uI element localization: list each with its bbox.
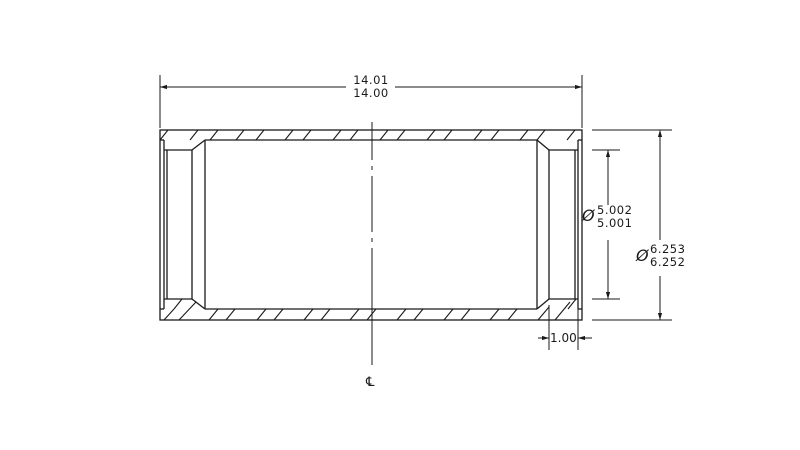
length-upper: 14.01 xyxy=(353,73,389,87)
part-outline xyxy=(159,129,583,321)
length-lower: 14.00 xyxy=(353,86,389,100)
counterbore-upper: 5.002 xyxy=(597,203,633,217)
outer-upper: 6.253 xyxy=(650,242,686,256)
outer-diameter-text: 6.253 6.252 xyxy=(650,243,685,269)
depth-dimension xyxy=(538,305,592,350)
diameter-symbol: Ø xyxy=(582,206,595,225)
depth-dimension-text: 1.00 xyxy=(550,331,577,345)
outer-diameter-dimension xyxy=(592,129,672,321)
length-dimension-text: 14.01 14.00 xyxy=(346,74,396,100)
section-hatching xyxy=(159,129,577,321)
diameter-symbol: Ø xyxy=(636,246,649,265)
outer-lower: 6.252 xyxy=(650,255,686,269)
centerline-symbol: ℄ xyxy=(366,375,375,390)
counterbore-diameter-text: 5.002 5.001 xyxy=(597,204,632,230)
counterbore-lower: 5.001 xyxy=(597,216,633,230)
counterbore-diameter-dimension xyxy=(592,149,620,300)
length-dimension xyxy=(159,75,583,128)
